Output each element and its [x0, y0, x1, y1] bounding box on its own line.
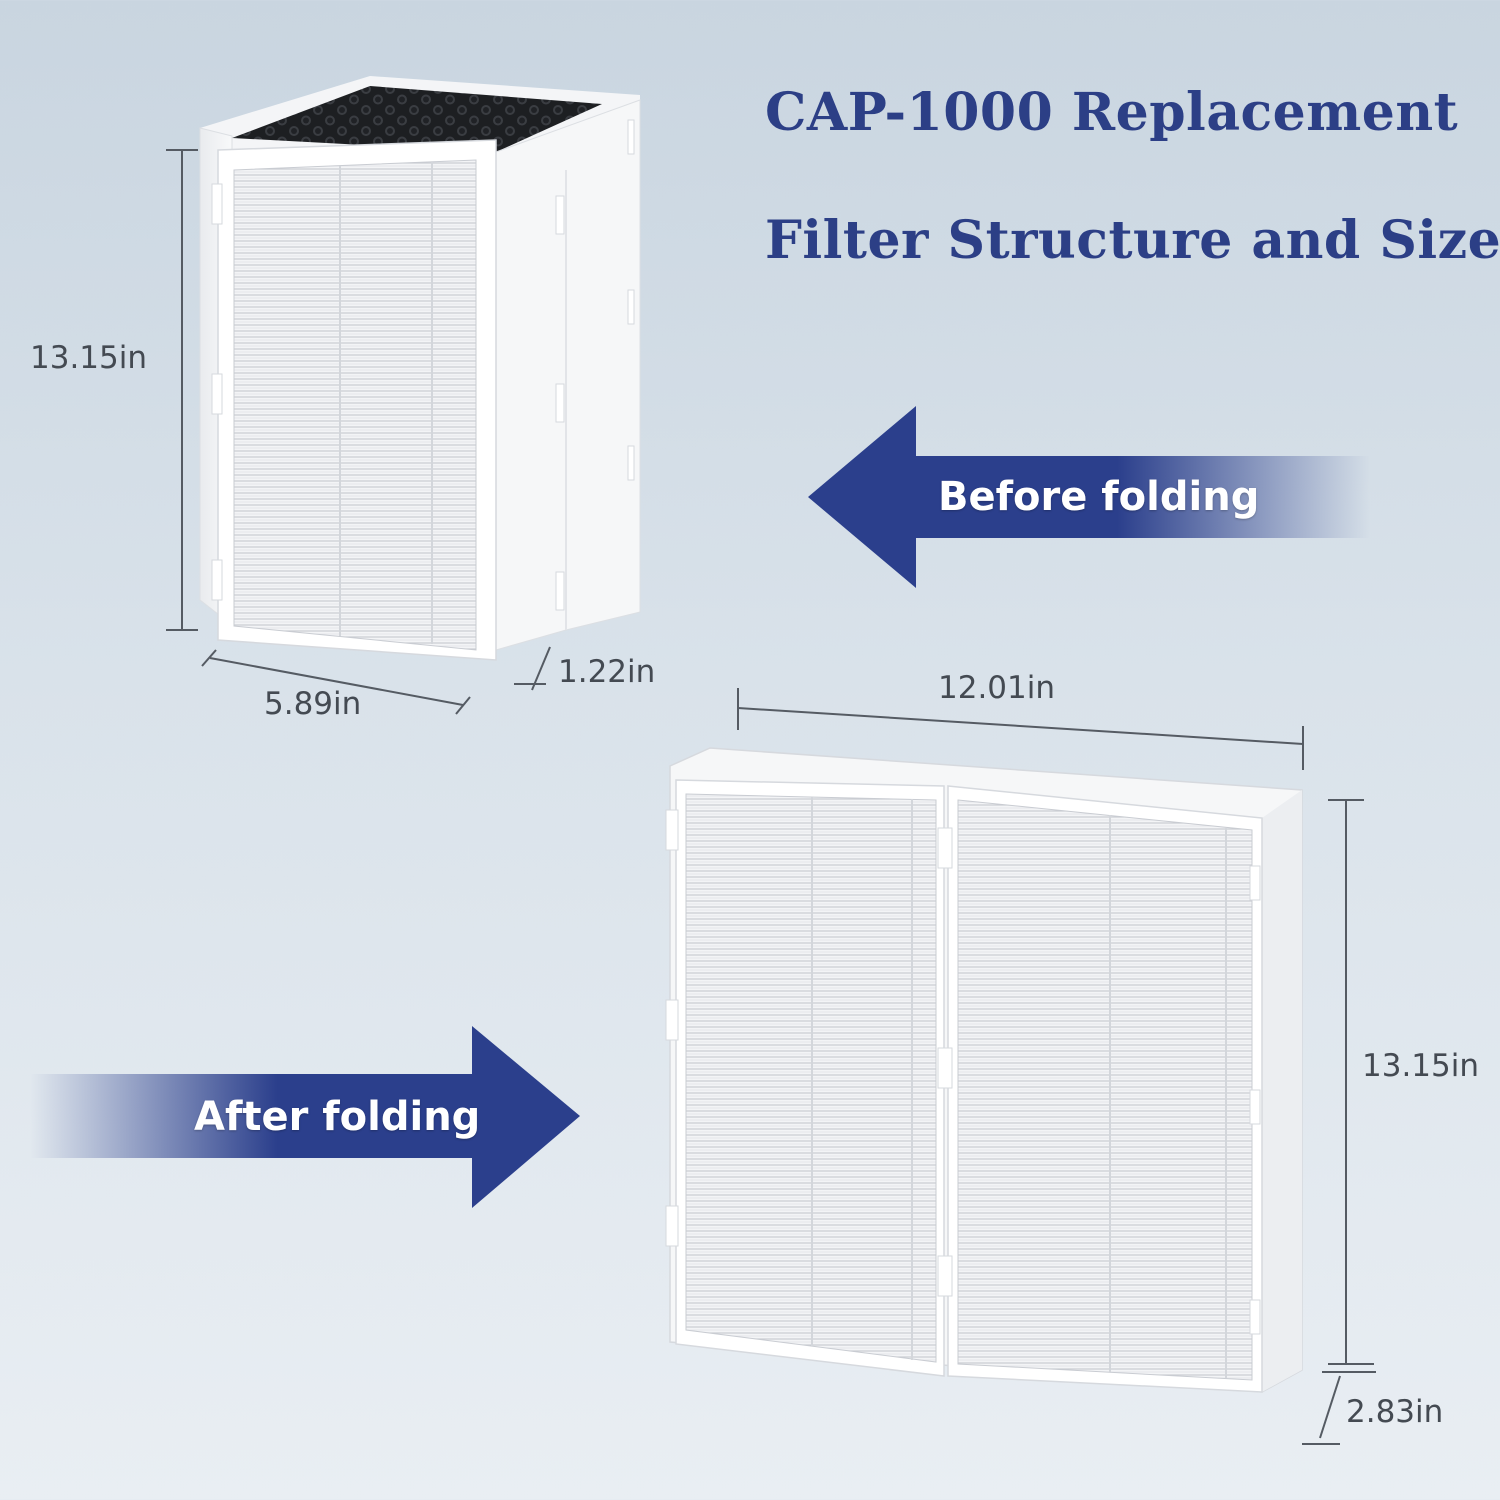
before-width-label: 5.89in	[264, 686, 362, 722]
before-folding-label: Before folding	[938, 474, 1260, 520]
right-arrow-icon	[30, 1026, 580, 1208]
before-height-label: 13.15in	[30, 340, 148, 376]
before-depth-label: 1.22in	[558, 654, 656, 690]
dimension-lines-after	[737, 688, 1376, 1445]
page-title-line-1: CAP-1000 Replacement	[765, 82, 1459, 143]
dimension-lines-before	[166, 149, 551, 715]
page-title-line-2: Filter Structure and Size	[765, 210, 1500, 271]
folded-filter-image	[199, 76, 641, 661]
after-height-label: 13.15in	[1362, 1048, 1480, 1084]
after-depth-label: 2.83in	[1346, 1394, 1444, 1430]
after-folding-label: After folding	[194, 1094, 481, 1140]
unfolded-filter-image	[665, 747, 1303, 1393]
after-width-label: 12.01in	[938, 670, 1056, 706]
left-arrow-icon	[808, 406, 1370, 588]
